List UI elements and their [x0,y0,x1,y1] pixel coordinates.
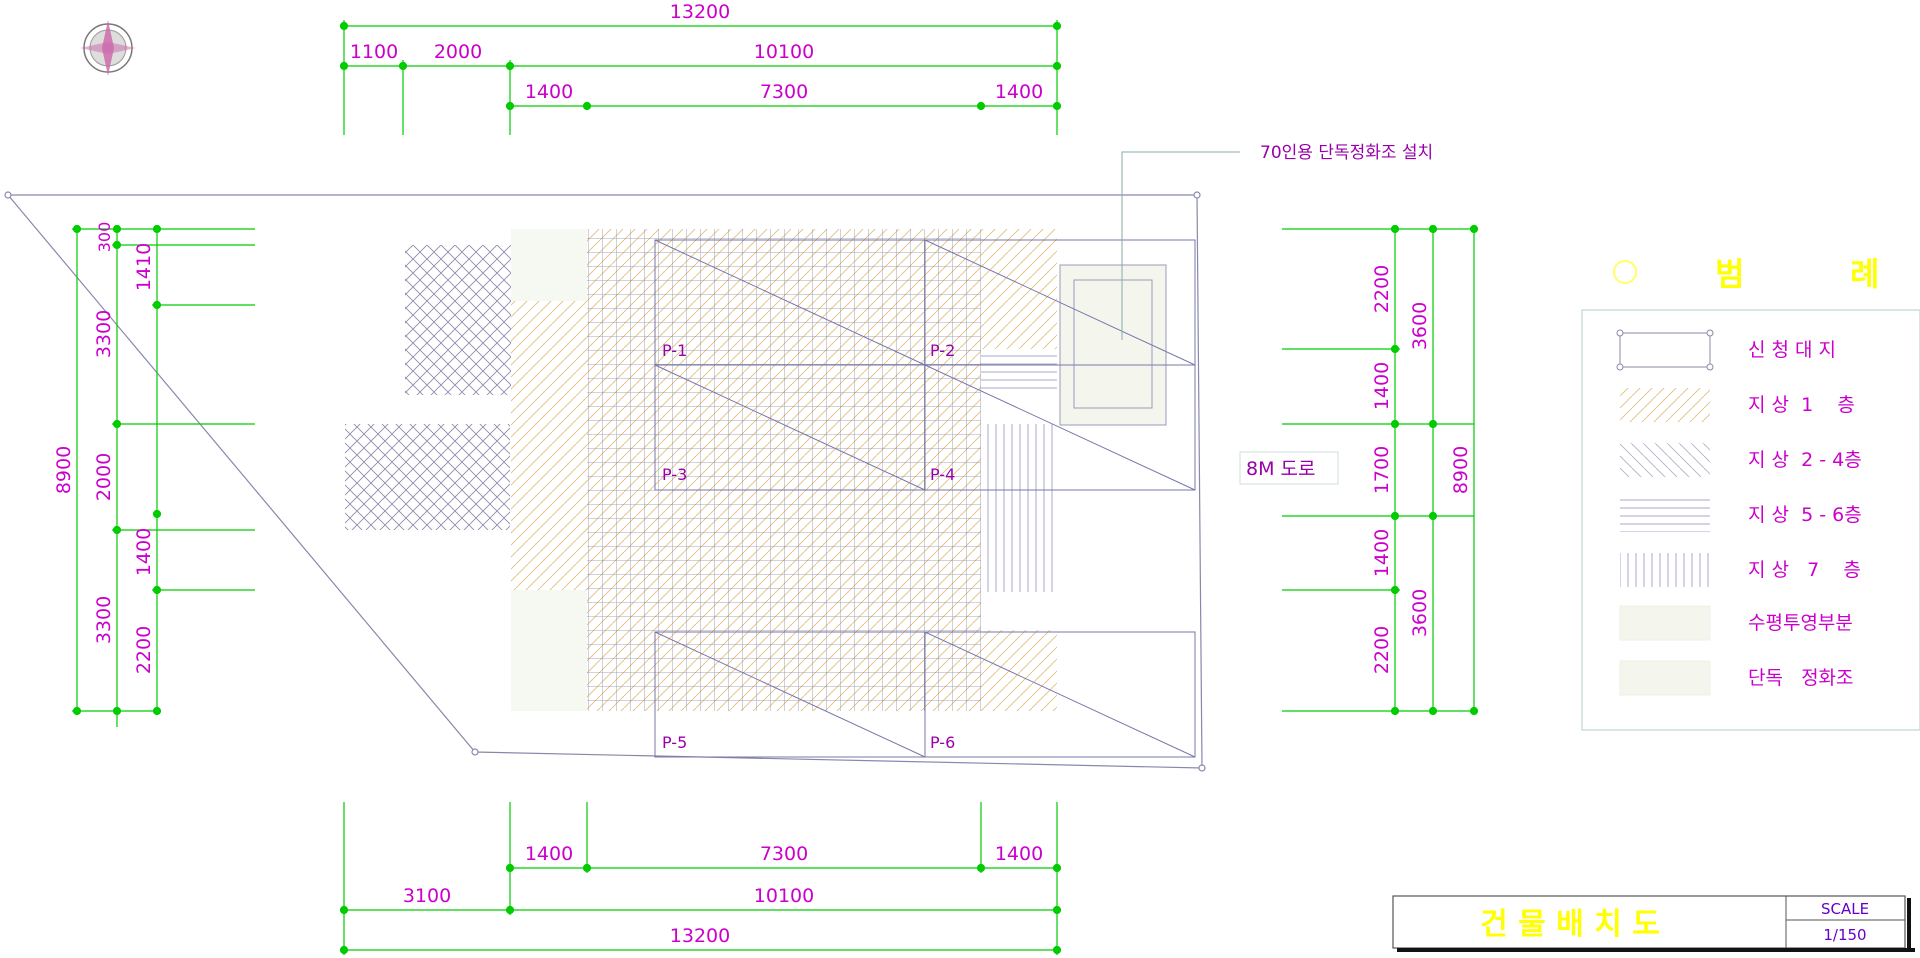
legend-swatch [1620,498,1710,532]
legend-item: 지 상 7 층 [1620,553,1861,587]
legend-label: 지 상 1 층 [1748,394,1855,416]
legend-item: 신 청 대 지 [1616,329,1836,371]
dim-label: 1400 [133,528,155,576]
legend-bullet-icon [1613,260,1637,284]
left-dimension-text: 8900 300 3300 2000 3300 1410 1400 2200 [53,222,155,674]
dim-label: 13200 [670,1,730,23]
right-dimension-text: 2200 1400 1700 1400 2200 3600 3600 8900 [1371,265,1472,674]
parking-grid [654,239,1196,758]
dim-label: 1400 [1371,362,1393,410]
scale-label: SCALE [1821,900,1869,918]
dim-label: 3600 [1409,302,1431,350]
legend-swatch [1619,660,1711,696]
parking-label: P-4 [930,465,955,484]
dim-label: 1410 [133,243,155,291]
road-label: 8M 도로 [1246,458,1315,480]
legend-item: 지 상 2 - 4층 [1620,443,1862,477]
title-block: 건 물 배 치 도 SCALE 1/150 [1392,895,1915,952]
top-dimension-text: 13200 1100 2000 10100 1400 7300 1400 [350,1,1043,103]
dim-label: 10100 [754,41,814,63]
legend-item: 수평투영부분 [1619,605,1853,641]
parking-label: P-6 [930,733,955,752]
legend-label: 수평투영부분 [1748,612,1853,634]
road-label-box: 8M 도로 [1239,451,1339,485]
scale-value: 1/150 [1823,926,1866,944]
dim-label: 7300 [760,81,808,103]
legend-title-char: 범 [1715,255,1744,293]
drawing-title: 건 물 배 치 도 [1480,907,1660,942]
legend-title-char: 례 [1850,255,1879,293]
legend-swatch [1620,443,1710,477]
parking-label: P-3 [662,465,687,484]
septic-note: 70인용 단독정화조 설치 [1260,143,1433,163]
dim-label: 2000 [93,453,115,501]
dim-label: 2000 [434,41,482,63]
legend-item: 지 상 1 층 [1620,388,1855,422]
dim-label: 7300 [760,843,808,865]
legend-label: 단독 정화조 [1748,667,1854,689]
left-dimension-lines [72,224,255,727]
legend-swatch [1619,332,1711,368]
parking-label: P-1 [662,341,687,360]
parking-labels: P-1 P-2 P-3 P-4 P-5 P-6 [662,341,955,752]
top-dimension-lines [339,20,1062,135]
dim-label: 2200 [1371,265,1393,313]
legend: 범 례 신 청 대 지 지 상 1 층 지 상 2 - 4층 지 상 5 - 6… [1581,255,1920,731]
legend-item: 단독 정화조 [1619,660,1854,696]
dim-label: 2200 [133,626,155,674]
parking-label: P-5 [662,733,687,752]
dim-label: 1400 [525,81,573,103]
bottom-dimension-text: 1400 7300 1400 3100 10100 13200 [403,843,1043,947]
dim-label: 3300 [93,310,115,358]
dim-label: 1100 [350,41,398,63]
legend-swatch [1620,553,1710,587]
dim-label: 1400 [1371,529,1393,577]
dim-label: 1700 [1371,446,1393,494]
dim-label: 1400 [525,843,573,865]
legend-swatch [1619,605,1711,641]
legend-label: 지 상 7 층 [1748,559,1861,581]
dim-label: 8900 [1450,446,1472,494]
dim-label: 1400 [995,843,1043,865]
dim-label: 8900 [53,446,75,494]
dim-label: 300 [95,222,114,253]
dim-label: 10100 [754,885,814,907]
parking-label: P-2 [930,341,955,360]
dim-label: 3300 [93,596,115,644]
legend-item: 지 상 5 - 6층 [1620,498,1862,532]
dim-label: 13200 [670,925,730,947]
bottom-dimension-lines [339,802,1062,955]
dim-label: 3100 [403,885,451,907]
dim-label: 3600 [1409,589,1431,637]
legend-label: 지 상 5 - 6층 [1748,504,1862,526]
legend-label: 지 상 2 - 4층 [1748,449,1862,471]
dim-label: 2200 [1371,626,1393,674]
site-boundary [4,191,1206,772]
legend-label: 신 청 대 지 [1748,339,1836,361]
right-dimension-lines [1282,224,1479,716]
dim-label: 1400 [995,81,1043,103]
septic-leader [1121,151,1240,340]
building-footprint [345,229,1167,711]
north-arrow-icon [80,20,136,76]
legend-swatch [1620,388,1710,422]
